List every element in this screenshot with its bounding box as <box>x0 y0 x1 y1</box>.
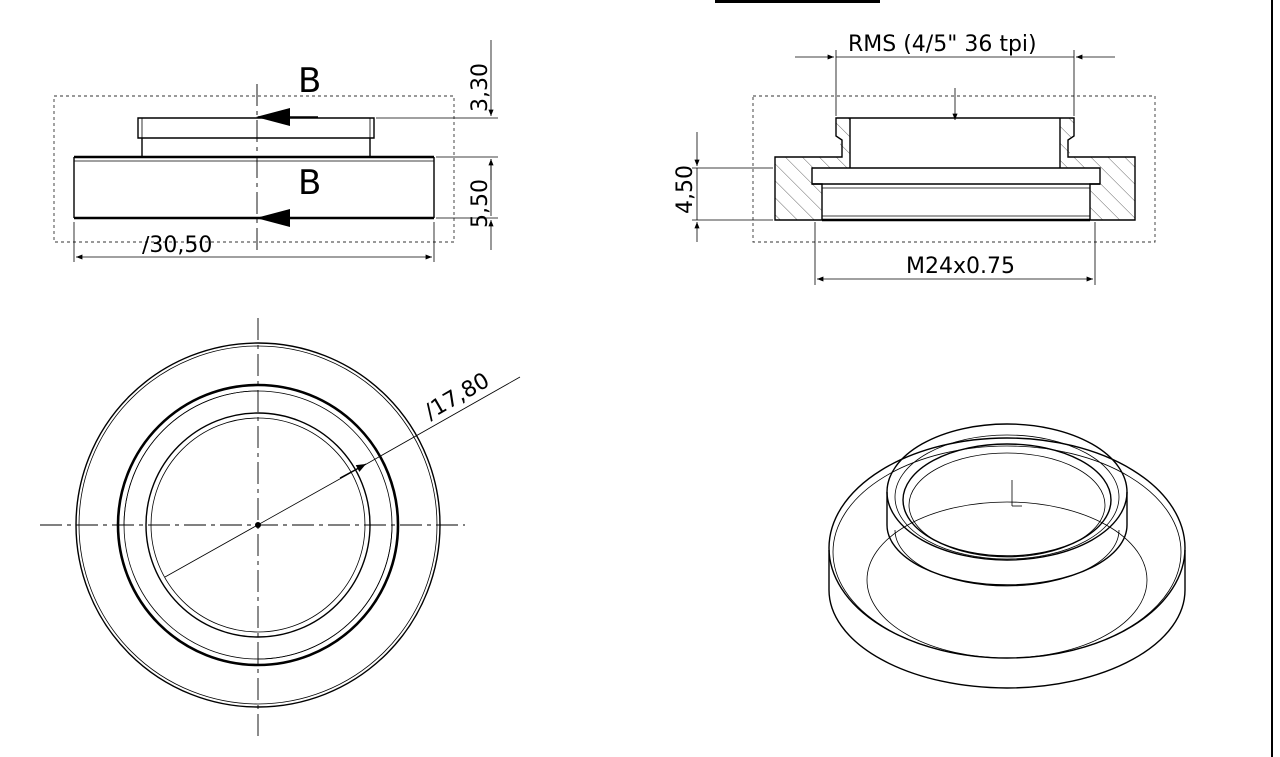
section-height-label: 4,50 <box>673 165 698 214</box>
title-fragment <box>715 0 880 3</box>
section-label-top: B <box>298 61 321 101</box>
section-view-bbox <box>752 95 1156 243</box>
diameter-inner-label: ∕17,80 <box>421 368 494 425</box>
isometric-view <box>828 423 1186 689</box>
section-label-bottom: B <box>298 163 321 203</box>
section-view: RMS (4/5" 36 tpi) 4,50 M24x0.75 <box>673 32 1156 285</box>
front-view-bbox <box>53 95 455 243</box>
height-bottom-label: 5,50 <box>468 179 493 228</box>
metric-thread-label: M24x0.75 <box>906 254 1015 279</box>
rms-thread-label: RMS (4/5" 36 tpi) <box>848 32 1037 57</box>
diameter-outer-label: ∕30,50 <box>142 233 212 258</box>
top-view: ∕17,80 <box>40 318 521 738</box>
height-top-label: 3,30 <box>468 63 493 112</box>
front-view: B B ∕30,50 3,30 5,50 <box>53 40 498 262</box>
